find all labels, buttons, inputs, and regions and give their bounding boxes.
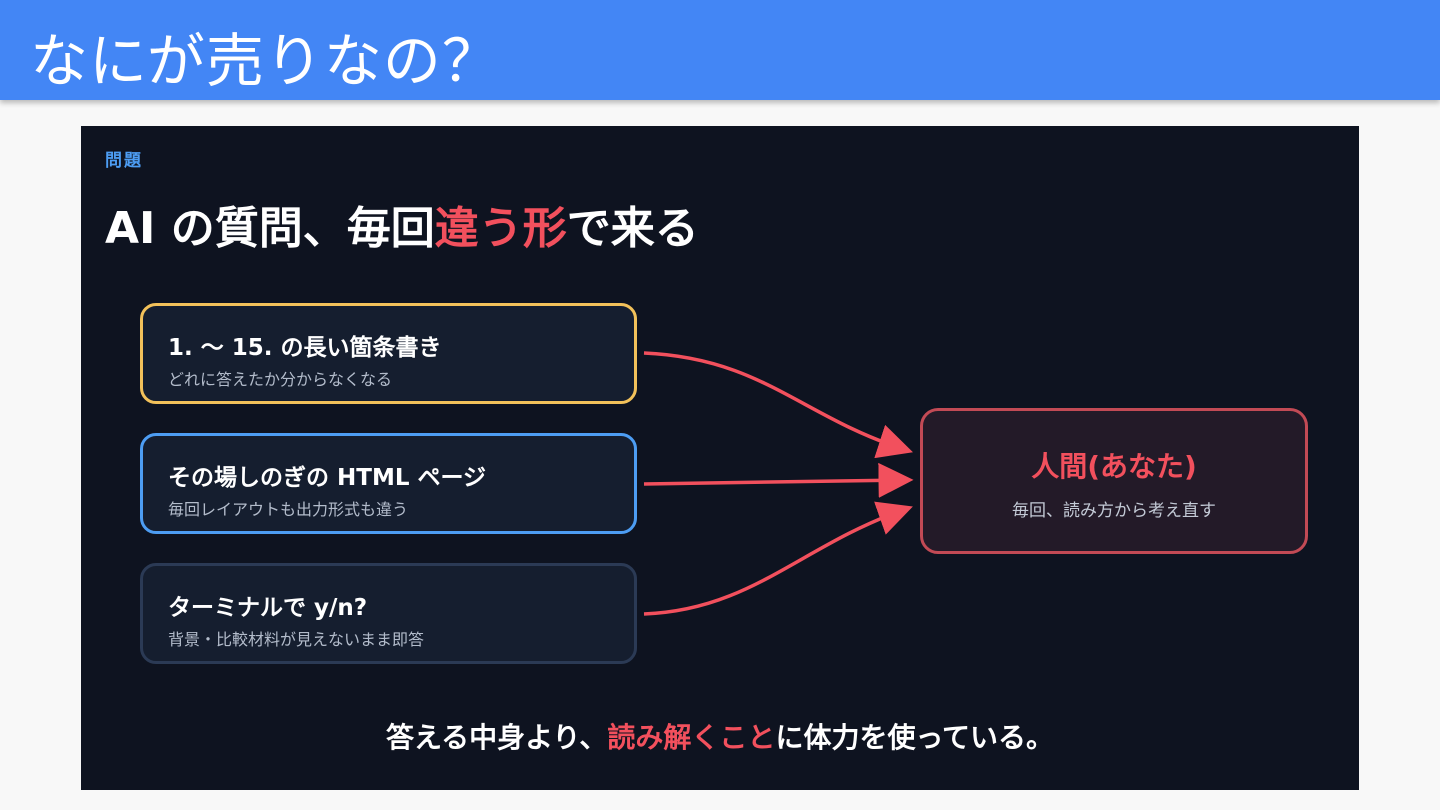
footer-text-before: 答える中身より、 [385, 721, 608, 754]
box-human: 人間(あなた) 毎回、読み方から考え直す [920, 408, 1308, 554]
slide-image: 問題 AI の質問、毎回違う形で来る 1. 〜 15. の長い箇条書き どれに答… [81, 126, 1359, 790]
arrow-from-terminal [643, 501, 913, 616]
box-subtitle: どれに答えたか分からなくなる [168, 370, 393, 389]
arrow-from-list [643, 351, 913, 459]
headline-highlight: 違う形 [434, 203, 567, 254]
section-label: 問題 [105, 151, 143, 171]
arrows-diagram [643, 351, 914, 616]
page-title: なにが売りなの？ [30, 27, 501, 95]
slide-headline: AI の質問、毎回違う形で来る [105, 192, 699, 256]
box-adhoc-html: その場しのぎの HTML ページ 毎回レイアウトも出力形式も違う [140, 433, 637, 534]
headline-text-after: で来る [566, 203, 699, 254]
headline-text-before: AI の質問、毎回 [105, 203, 435, 254]
box-long-bullets: 1. 〜 15. の長い箇条書き どれに答えたか分からなくなる [140, 303, 637, 404]
box-title: 1. 〜 15. の長い箇条書き [168, 335, 442, 361]
footer-highlight: 読み解くこと [607, 721, 776, 754]
box-title: その場しのぎの HTML ページ [168, 465, 487, 491]
human-title: 人間(あなた) [1031, 450, 1197, 483]
title-bar: なにが売りなの？ [0, 0, 1440, 100]
box-terminal: ターミナルで y/n? 背景・比較材料が見えないまま即答 [140, 563, 637, 664]
box-subtitle: 毎回レイアウトも出力形式も違う [168, 500, 409, 519]
slide-footer: 答える中身より、読み解くことに体力を使っている。 [81, 716, 1359, 756]
arrow-from-html [643, 462, 914, 498]
box-subtitle: 背景・比較材料が見えないまま即答 [168, 630, 425, 649]
footer-text-after: に体力を使っている。 [775, 721, 1055, 754]
human-subtitle: 毎回、読み方から考え直す [1012, 501, 1216, 521]
box-title: ターミナルで y/n? [168, 595, 368, 621]
